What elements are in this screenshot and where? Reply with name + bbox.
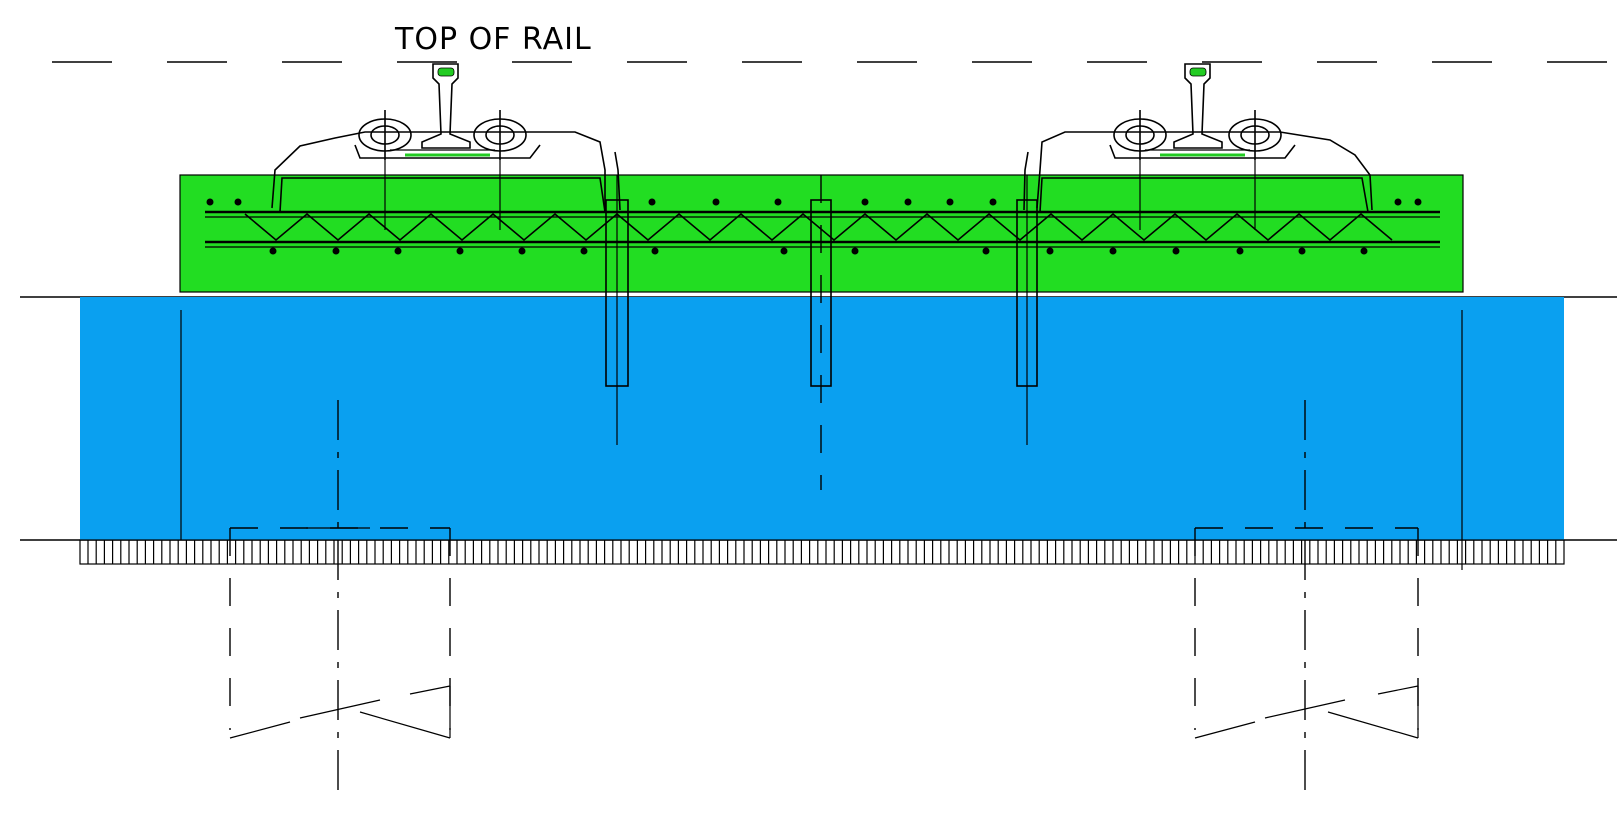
rebar-dot bbox=[394, 247, 402, 255]
rebar-dot bbox=[456, 247, 464, 255]
rebar-dot bbox=[1046, 247, 1054, 255]
right-rail-assembly bbox=[1023, 63, 1373, 230]
dowel-posts bbox=[605, 175, 1038, 490]
rebar-dot bbox=[1394, 198, 1402, 206]
rebar-dot bbox=[332, 247, 340, 255]
rebar-dot bbox=[206, 198, 214, 206]
top-of-rail-label: TOP OF RAIL bbox=[394, 22, 592, 57]
left-rail-assembly bbox=[271, 63, 621, 230]
rebar-dot bbox=[861, 198, 869, 206]
rebar-dot bbox=[904, 198, 912, 206]
rebar-dot bbox=[1360, 247, 1368, 255]
rebar-dot bbox=[269, 247, 277, 255]
rebar-dot bbox=[1236, 247, 1244, 255]
rebar-dot bbox=[851, 247, 859, 255]
rebar-dot bbox=[648, 198, 656, 206]
rebar-dot bbox=[1172, 247, 1180, 255]
right-footing bbox=[1194, 400, 1419, 800]
rebar-dot bbox=[518, 247, 526, 255]
rebar-dot bbox=[774, 198, 782, 206]
rebar-dot bbox=[1298, 247, 1306, 255]
rebar-dot bbox=[234, 198, 242, 206]
rebar-dot bbox=[780, 247, 788, 255]
reinforcement-bars bbox=[205, 198, 1440, 255]
rebar-dot bbox=[580, 247, 588, 255]
rebar-dot bbox=[712, 198, 720, 206]
left-footing bbox=[229, 400, 451, 800]
rebar-dot bbox=[989, 198, 997, 206]
rebar-dot bbox=[651, 247, 659, 255]
subgrade-block bbox=[80, 297, 1564, 540]
rebar-dot bbox=[982, 247, 990, 255]
rebar-dot bbox=[946, 198, 954, 206]
rebar-dot bbox=[1109, 247, 1117, 255]
base-hatch-strip bbox=[79, 539, 1565, 565]
rebar-dot bbox=[1414, 198, 1422, 206]
